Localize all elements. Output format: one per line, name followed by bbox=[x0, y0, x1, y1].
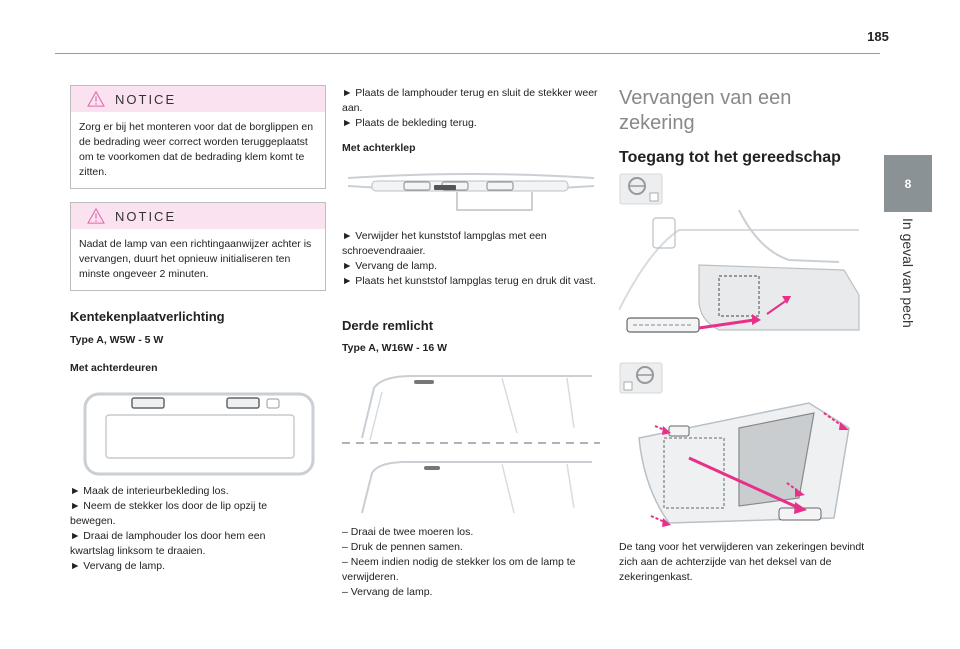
bulb-type: Type A, W16W - 16 W bbox=[342, 342, 448, 354]
notice-box-1: NOTICE Zorg er bij het monteren voor dat… bbox=[70, 85, 326, 189]
instruction-step: ► Plaats de bekleding terug. bbox=[342, 117, 477, 129]
dashboard-fuse-box-illustration bbox=[619, 210, 860, 333]
left-hand-drive-icon bbox=[619, 173, 663, 205]
page-number: 185 bbox=[867, 29, 889, 44]
tailgate-light-illustration bbox=[347, 173, 595, 211]
instruction-step: ► Vervang de lamp. bbox=[342, 260, 438, 272]
notice-title: NOTICE bbox=[115, 208, 177, 224]
header-rule bbox=[55, 53, 880, 54]
chapter-tab[interactable]: 8 bbox=[884, 155, 932, 212]
instruction-step: ► Draai de lamphouder los door hem een k… bbox=[70, 530, 266, 557]
instruction-list-4: – Draai de twee moeren los. – Druk de pe… bbox=[342, 525, 600, 600]
notice-text: Zorg er bij het monteren voor dat de bor… bbox=[79, 121, 314, 178]
warning-icon bbox=[87, 91, 105, 107]
instruction-step: ► Maak de interieurbekleding los. bbox=[70, 485, 229, 497]
fuse-box-cover-illustration bbox=[638, 402, 850, 527]
notice-box-2: NOTICE Nadat de lamp van een richtingaan… bbox=[70, 202, 326, 291]
instruction-step: ► Neem de stekker los door de lip opzij … bbox=[70, 500, 268, 527]
instruction-step: ► Verwijder het kunststof lampglas met e… bbox=[342, 230, 547, 257]
chapter-title: In geval van pech bbox=[900, 218, 916, 328]
instruction-step: – Vervang de lamp. bbox=[342, 586, 433, 598]
instruction-step: ► Plaats de lamphouder terug en sluit de… bbox=[342, 87, 598, 114]
instruction-step: – Draai de twee moeren los. bbox=[342, 526, 474, 538]
section-heading-tools: Toegang tot het gereedschap bbox=[619, 149, 841, 166]
right-hand-drive-icon bbox=[619, 362, 663, 394]
section-title-fuse: Vervangen van een zekering bbox=[619, 87, 792, 134]
instruction-step: – Druk de pennen samen. bbox=[342, 541, 463, 553]
instruction-list-1: ► Maak de interieurbekleding los. ► Neem… bbox=[70, 484, 310, 574]
notice-text: Nadat de lamp van een richtingaanwijzer … bbox=[79, 238, 312, 280]
section-heading-third-brake-light: Derde remlicht bbox=[342, 318, 434, 333]
instruction-list-2: ► Plaats de lamphouder terug en sluit de… bbox=[342, 86, 598, 131]
bulb-type: Type A, W5W - 5 W bbox=[70, 334, 164, 346]
instruction-list-3: ► Verwijder het kunststof lampglas met e… bbox=[342, 229, 598, 289]
fuse-tool-caption: De tang voor het verwijderen van zekerin… bbox=[619, 541, 865, 583]
instruction-step: ► Vervang de lamp. bbox=[70, 560, 166, 572]
warning-icon bbox=[87, 208, 105, 224]
instruction-step: ► Plaats het kunststof lampglas terug en… bbox=[342, 275, 596, 287]
license-plate-light-illustration bbox=[83, 392, 315, 476]
notice-title: NOTICE bbox=[115, 91, 177, 107]
sub-heading-rear-doors: Met achterdeuren bbox=[70, 362, 158, 374]
section-heading-license-plate: Kentekenplaatverlichting bbox=[70, 309, 225, 324]
instruction-step: – Neem indien nodig de stekker los om de… bbox=[342, 556, 576, 583]
third-brake-light-illustration bbox=[342, 375, 600, 514]
notice-header: NOTICE bbox=[71, 203, 325, 229]
notice-header: NOTICE bbox=[71, 86, 325, 112]
sub-heading-tailgate: Met achterklep bbox=[342, 142, 416, 154]
